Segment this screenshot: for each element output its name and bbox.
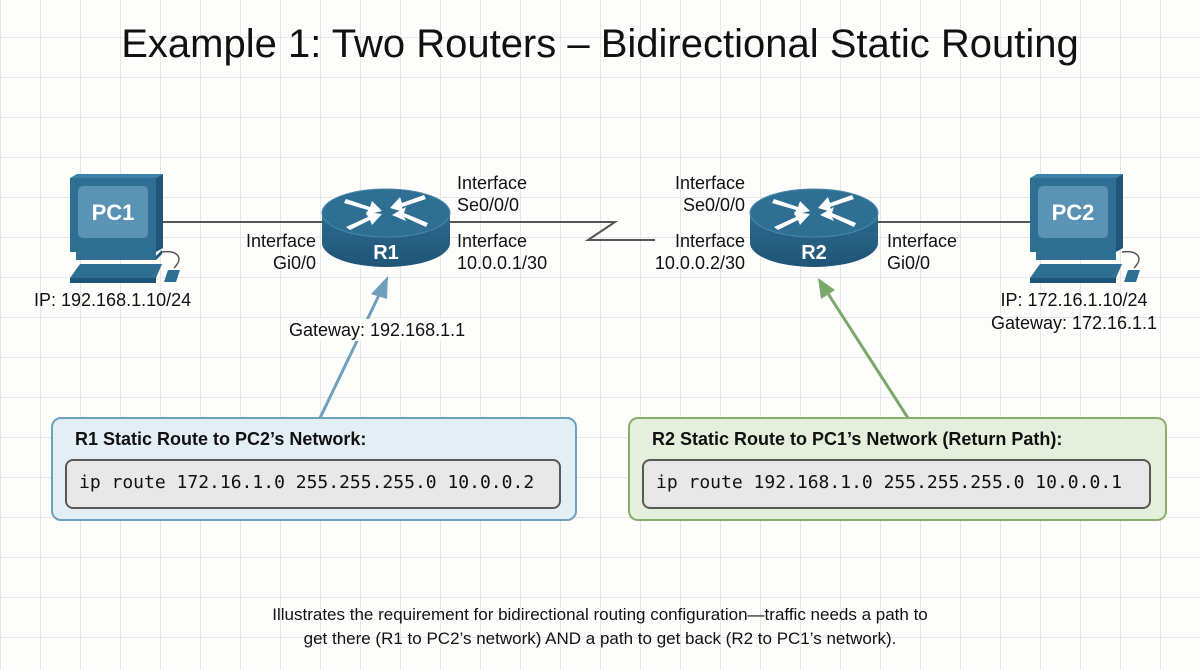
r1-pointer-arrow [318, 276, 388, 419]
label-line: Interface [245, 231, 316, 251]
r1-serial-ip-label: Interface 10.0.0.1/30 [457, 230, 547, 274]
label-line: Interface [674, 231, 745, 251]
label-line: Gi0/0 [272, 253, 316, 273]
r2-route-title: R2 Static Route to PC1’s Network (Return… [652, 429, 1063, 449]
caption-line-1: Illustrates the requirement for bidirect… [272, 605, 928, 624]
r2-router-icon: R2 [749, 188, 879, 267]
r2-label: R2 [801, 242, 827, 264]
r1-router-icon: R1 [321, 188, 451, 267]
diagram-caption: Illustrates the requirement for bidirect… [0, 603, 1200, 651]
label-line: Gi0/0 [887, 253, 931, 273]
label-line: Interface [457, 173, 528, 193]
label-line: Interface [457, 231, 528, 251]
r1-route-title: R1 Static Route to PC2’s Network: [75, 429, 367, 449]
label-line: Se0/0/0 [682, 195, 745, 215]
pc1-computer-icon: PC1 [70, 174, 180, 283]
pc2-ip-label: IP: 172.16.1.10/24 [1000, 290, 1148, 310]
r2-serial-interface-label: Interface Se0/0/0 [600, 172, 745, 216]
pc1-gateway-label: Gateway: 192.168.1.1 [287, 319, 468, 341]
label-line: Interface [887, 231, 958, 251]
serial-link-r1-r2 [448, 221, 655, 241]
r1-gi-interface-label: Interface Gi0/0 [200, 230, 316, 274]
diagram-title: Example 1: Two Routers – Bidirectional S… [121, 22, 1079, 66]
r2-route-command: ip route 192.168.1.0 255.255.255.0 10.0.… [642, 459, 1151, 509]
pc1-label: PC1 [92, 200, 135, 225]
label-line: 10.0.0.1/30 [457, 253, 548, 273]
pc2-label: PC2 [1052, 200, 1095, 225]
pc2-gateway-label: Gateway: 172.16.1.1 [990, 313, 1158, 333]
r1-label: R1 [373, 242, 399, 264]
r2-static-route-panel: R2 Static Route to PC1’s Network (Return… [628, 417, 1167, 521]
label-line: Se0/0/0 [457, 195, 520, 215]
r2-pointer-arrow [818, 278, 910, 419]
caption-line-2: get there (R1 to PC2’s network) AND a pa… [303, 629, 897, 648]
label-line: 10.0.0.2/30 [654, 253, 745, 273]
router-arrows-icon [344, 195, 428, 230]
pc2-computer-icon: PC2 [1030, 174, 1140, 283]
r2-gi-interface-label: Interface Gi0/0 [887, 230, 957, 274]
label-line: Interface [674, 173, 745, 193]
r1-serial-interface-label: Interface Se0/0/0 [457, 172, 527, 216]
router-arrows-icon [772, 195, 856, 230]
r1-route-command: ip route 172.16.1.0 255.255.255.0 10.0.0… [65, 459, 561, 509]
pc1-ip-label: IP: 192.168.1.10/24 [34, 290, 192, 310]
r1-static-route-panel: R1 Static Route to PC2’s Network: ip rou… [51, 417, 577, 521]
r2-serial-ip-label: Interface 10.0.0.2/30 [600, 230, 745, 274]
